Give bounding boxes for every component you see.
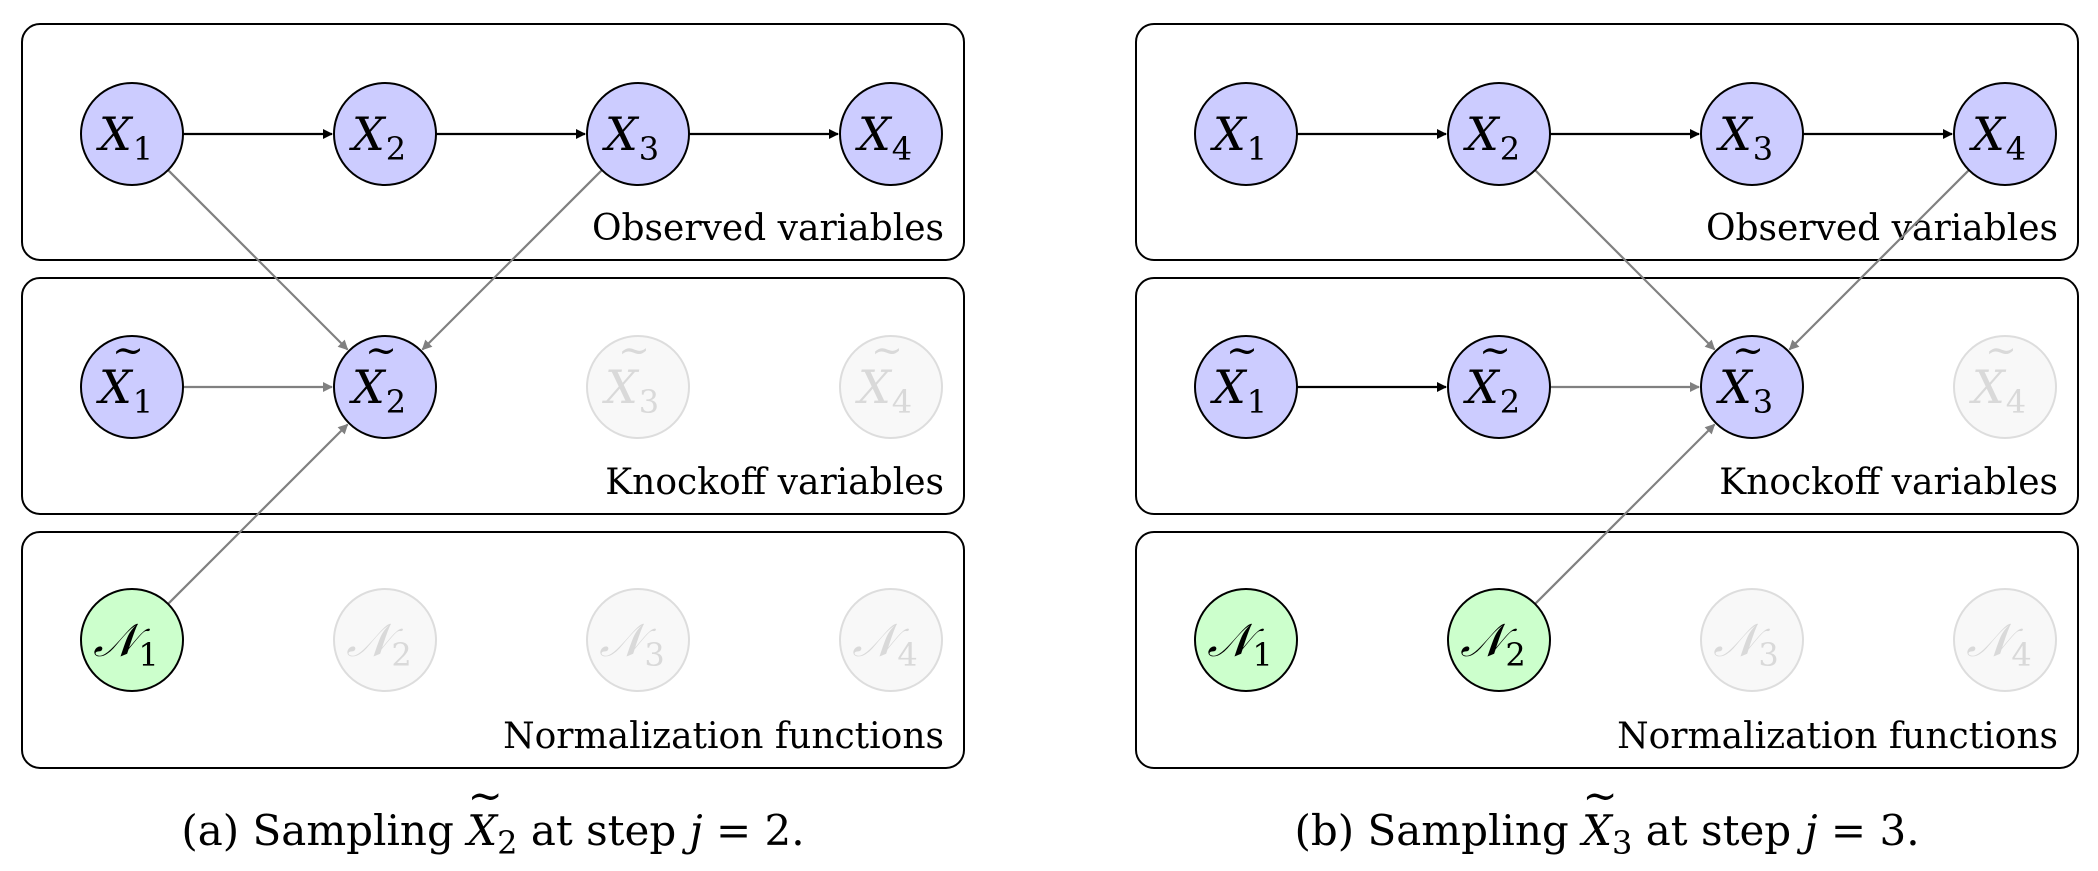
node-knockoff-1: X1~ bbox=[1194, 328, 1298, 439]
edge-observed2-to-knockoff1 bbox=[421, 169, 603, 351]
node-label: X1 bbox=[1210, 360, 1267, 421]
node-observed-3: X3 bbox=[586, 82, 690, 186]
node-label: X1 bbox=[96, 360, 153, 421]
node-observed-1: X1 bbox=[1194, 82, 1298, 186]
node-label: X2 bbox=[349, 107, 406, 168]
node-label: 𝒩1 bbox=[93, 613, 158, 674]
node-label: X4 bbox=[855, 107, 912, 168]
caption-tilde-accent: ~ bbox=[468, 771, 503, 820]
node-label: X1 bbox=[1210, 107, 1267, 168]
node-normalization-3-inactive: 𝒩3 bbox=[1700, 588, 1804, 692]
group-box-observed bbox=[21, 23, 965, 261]
tilde-accent: ~ bbox=[1226, 328, 1258, 372]
edge-normalization1-to-knockoff2 bbox=[1534, 423, 1716, 605]
tilde-accent: ~ bbox=[112, 328, 144, 372]
node-observed-2: X2 bbox=[1447, 82, 1551, 186]
node-label: X3 bbox=[602, 360, 659, 421]
group-label-knockoff: Knockoff variables bbox=[605, 462, 944, 503]
node-knockoff-3-inactive: X3~ bbox=[586, 328, 690, 439]
group-label-normalization: Normalization functions bbox=[1617, 716, 2058, 757]
node-label: X3 bbox=[1716, 107, 1773, 168]
node-normalization-1: 𝒩1 bbox=[80, 588, 184, 692]
edge-normalization0-to-knockoff1 bbox=[167, 423, 349, 605]
node-label: X2 bbox=[349, 360, 406, 421]
node-knockoff-2: X2~ bbox=[333, 328, 437, 439]
tilde-accent: ~ bbox=[365, 328, 397, 372]
node-observed-3: X3 bbox=[1700, 82, 1804, 186]
node-observed-4: X4 bbox=[1953, 82, 2057, 186]
node-label: X4 bbox=[1969, 360, 2026, 421]
node-observed-4: X4 bbox=[839, 82, 943, 186]
node-normalization-3-inactive: 𝒩3 bbox=[586, 588, 690, 692]
node-knockoff-4-inactive: X4~ bbox=[839, 328, 943, 439]
group-box-knockoff bbox=[1135, 277, 2079, 515]
node-normalization-2: 𝒩2 bbox=[1447, 588, 1551, 692]
node-normalization-2-inactive: 𝒩2 bbox=[333, 588, 437, 692]
node-observed-2: X2 bbox=[333, 82, 437, 186]
node-label: X3 bbox=[602, 107, 659, 168]
node-knockoff-4-inactive: X4~ bbox=[1953, 328, 2057, 439]
edge-observed0-to-knockoff1 bbox=[167, 169, 349, 351]
tilde-accent: ~ bbox=[1479, 328, 1511, 372]
caption-a: (a) Sampling X2 at step j = 2. bbox=[181, 806, 804, 862]
node-normalization-4-inactive: 𝒩4 bbox=[1953, 588, 2057, 692]
caption-b: (b) Sampling X3 at step j = 3. bbox=[1294, 806, 1919, 862]
node-normalization-4-inactive: 𝒩4 bbox=[839, 588, 943, 692]
node-label: 𝒩3 bbox=[1713, 613, 1778, 674]
node-label: X1 bbox=[96, 107, 153, 168]
group-label-observed: Observed variables bbox=[1706, 208, 2058, 249]
node-knockoff-1: X1~ bbox=[80, 328, 184, 439]
group-box-observed bbox=[1135, 23, 2079, 261]
node-knockoff-2: X2~ bbox=[1447, 328, 1551, 439]
group-label-normalization: Normalization functions bbox=[503, 716, 944, 757]
group-box-normalization bbox=[21, 531, 965, 769]
tilde-accent: ~ bbox=[1985, 328, 2017, 372]
node-normalization-1: 𝒩1 bbox=[1194, 588, 1298, 692]
node-label: X4 bbox=[855, 360, 912, 421]
node-label: X2 bbox=[1463, 360, 1520, 421]
group-label-knockoff: Knockoff variables bbox=[1719, 462, 2058, 503]
node-label: X3 bbox=[1716, 360, 1773, 421]
caption-tilde-accent: ~ bbox=[1582, 771, 1617, 820]
group-label-observed: Observed variables bbox=[592, 208, 944, 249]
tilde-accent: ~ bbox=[618, 328, 650, 372]
node-label: X2 bbox=[1463, 107, 1520, 168]
edge-observed3-to-knockoff2 bbox=[1788, 169, 1970, 351]
node-knockoff-3: X3~ bbox=[1700, 328, 1804, 439]
node-observed-1: X1 bbox=[80, 82, 184, 186]
tilde-accent: ~ bbox=[1732, 328, 1764, 372]
node-label: X4 bbox=[1969, 107, 2026, 168]
edge-observed1-to-knockoff2 bbox=[1534, 169, 1716, 351]
tilde-accent: ~ bbox=[871, 328, 903, 372]
